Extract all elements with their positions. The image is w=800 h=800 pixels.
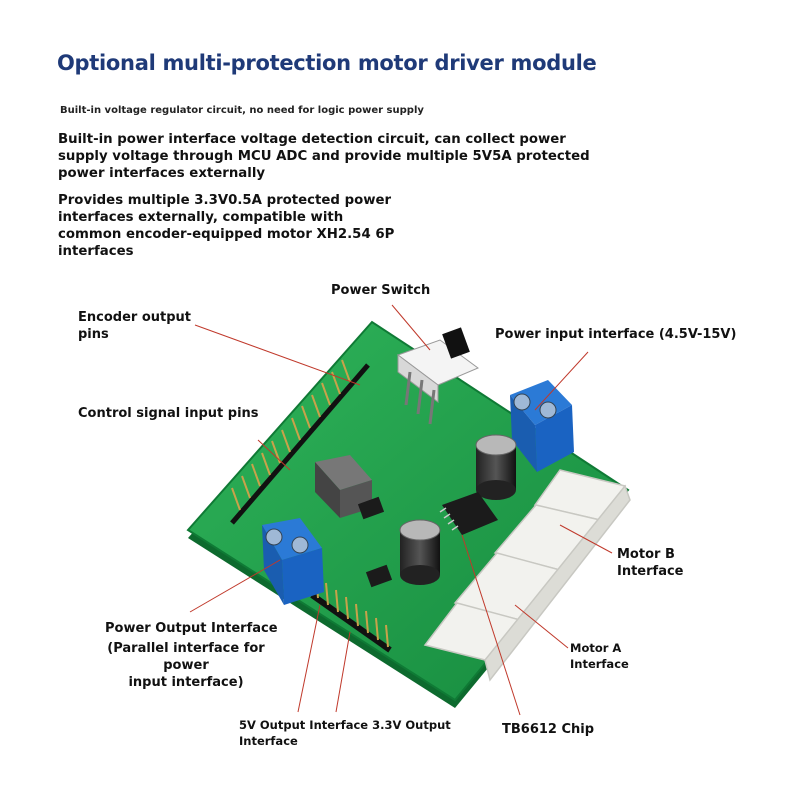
motor-connectors <box>423 469 631 682</box>
label-control-signal: Control signal input pins <box>78 406 259 421</box>
label-encoder-output: Encoder output pins <box>78 309 191 343</box>
power-input-terminal <box>510 380 574 472</box>
label-motor-b-line2: Interface <box>617 564 684 579</box>
label-power-output-note: (Parallel interface for power input inte… <box>86 640 286 691</box>
label-power-switch: Power Switch <box>331 283 431 298</box>
power-output-terminal <box>262 518 324 605</box>
label-motor-a: Motor A Interface <box>570 640 629 672</box>
capacitor-top <box>475 434 517 500</box>
label-5v-output-line1: 5V Output Interface 3.3V Output <box>239 718 451 732</box>
label-power-output: Power Output Interface <box>105 621 278 636</box>
label-power-input: Power input interface (4.5V-15V) <box>495 327 737 342</box>
capacitor-bottom <box>399 519 441 585</box>
label-tb6612-chip: TB6612 Chip <box>502 722 595 737</box>
small-ic-1 <box>357 496 385 520</box>
page-title: Optional multi-protection motor driver m… <box>57 51 597 75</box>
feature-1: Built-in power interface voltage detecti… <box>58 132 590 181</box>
label-motor-b: Motor B Interface <box>617 546 684 580</box>
subtitle: Built-in voltage regulator circuit, no n… <box>60 105 424 116</box>
feature-2: Provides multiple 3.3V0.5A protected pow… <box>58 193 395 259</box>
label-motor-a-line1: Motor A <box>570 641 622 655</box>
tb6612-chip <box>439 492 498 535</box>
output-pin-header <box>310 592 392 653</box>
label-encoder-line2: pins <box>78 327 109 342</box>
leader-lines <box>189 304 613 716</box>
label-5v-output: 5V Output Interface 3.3V Output Interfac… <box>239 717 451 749</box>
label-motor-b-line1: Motor B <box>617 547 675 562</box>
small-ic-2 <box>365 564 393 588</box>
label-motor-a-line2: Interface <box>570 657 629 671</box>
label-power-output-note-line2: input interface) <box>128 675 244 690</box>
power-switch <box>396 327 480 425</box>
label-5v-output-line2: Interface <box>239 734 298 748</box>
label-encoder-line1: Encoder output <box>78 310 192 325</box>
label-power-output-note-line1: (Parallel interface for power <box>107 641 265 673</box>
left-pin-header <box>230 363 370 525</box>
